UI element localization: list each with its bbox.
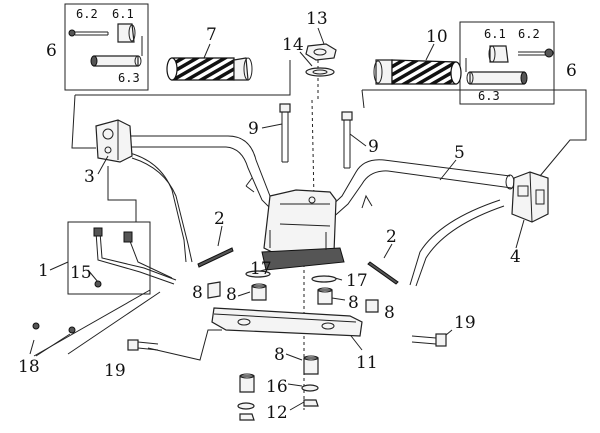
callout-8-d: 8 [384, 303, 395, 323]
washer-17-left [245, 270, 271, 278]
left-switch-housing [95, 119, 133, 163]
bushings [207, 281, 379, 393]
callout-17-left: 17 [250, 259, 272, 279]
lower-clamp [211, 307, 363, 337]
right-pin [367, 261, 399, 285]
callout-6-left: 6 [46, 41, 57, 61]
box-1 [67, 221, 177, 295]
callout-11: 11 [356, 353, 378, 373]
callout-19-right: 19 [454, 313, 476, 333]
washer-16-right [301, 384, 319, 392]
right-grip [373, 59, 462, 85]
left-bolt [279, 103, 291, 163]
callout-8-e: 8 [274, 345, 285, 365]
bolt-19-left [127, 339, 159, 351]
box-6-right [459, 21, 555, 105]
screw-18-b [68, 326, 76, 334]
nut-12-right [303, 399, 319, 407]
washer-17-right [311, 275, 337, 283]
callout-8-c: 8 [348, 293, 359, 313]
left-cable [125, 151, 187, 263]
right-cable [409, 199, 501, 286]
right-bolt [341, 111, 353, 169]
screw-18-a [32, 322, 40, 330]
callout-10: 10 [426, 27, 448, 47]
callout-6-1-right: 6.1 [484, 27, 506, 41]
callout-9-left: 9 [248, 119, 259, 139]
left-pin [197, 247, 234, 268]
handlebar-tube [128, 135, 515, 221]
right-cable-outer [415, 205, 505, 287]
callout-labels: 1 2 2 3 4 5 6 6 6.2 6.1 6.3 6.1 6.2 6.3 … [18, 7, 577, 423]
callout-16: 16 [266, 377, 288, 397]
callout-8-a: 8 [192, 283, 203, 303]
callout-6-3-right: 6.3 [478, 89, 500, 103]
callout-6-right: 6 [566, 61, 577, 81]
callout-6-1-left: 6.1 [112, 7, 134, 21]
callout-13: 13 [306, 9, 328, 29]
top-nut [305, 43, 337, 61]
callout-2-right: 2 [386, 227, 397, 247]
callout-17-right: 17 [346, 271, 368, 291]
callout-12: 12 [266, 403, 288, 423]
callout-18: 18 [18, 357, 40, 377]
right-switch-housing [511, 171, 549, 223]
callout-15: 15 [70, 263, 92, 283]
washer-16-left [237, 402, 255, 410]
callout-7: 7 [206, 25, 217, 45]
leader-lines [29, 27, 587, 411]
upper-clamp [261, 189, 345, 271]
callout-2-left: 2 [214, 209, 225, 229]
callout-4: 4 [510, 247, 521, 267]
callout-1: 1 [38, 261, 49, 281]
left-grip [166, 57, 253, 81]
washer [305, 67, 335, 77]
bolt-19-right [411, 333, 447, 347]
callout-5: 5 [454, 143, 465, 163]
nut-12-left [239, 413, 255, 421]
box-6-left [64, 3, 149, 91]
callout-6-3-left: 6.3 [118, 71, 140, 85]
callout-9-right: 9 [368, 137, 379, 157]
callout-8-b: 8 [226, 285, 237, 305]
callout-14: 14 [282, 35, 304, 55]
callout-6-2-right: 6.2 [518, 27, 540, 41]
callout-6-2-left: 6.2 [76, 7, 98, 21]
callout-3: 3 [84, 167, 95, 187]
left-cable-outer [131, 157, 193, 263]
callout-19-left: 19 [104, 361, 126, 381]
